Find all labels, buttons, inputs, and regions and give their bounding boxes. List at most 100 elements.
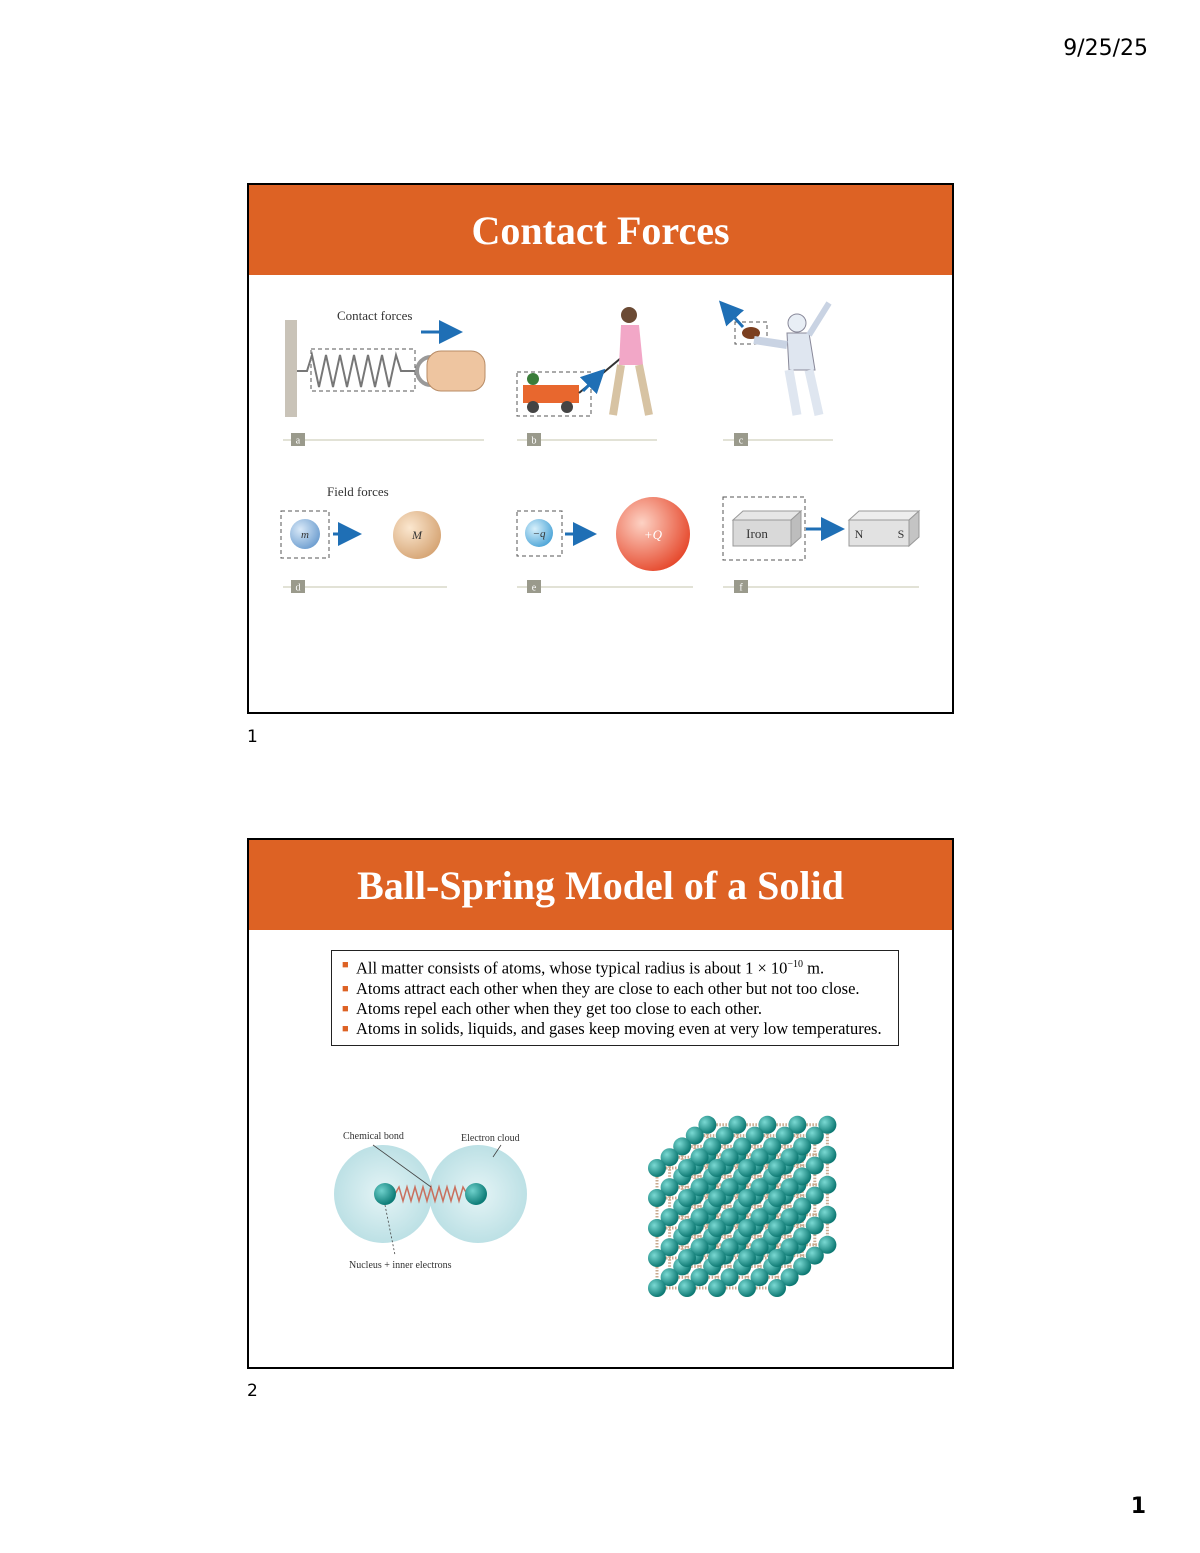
panel-label-e: e [527, 580, 541, 594]
lattice-atom [738, 1249, 756, 1267]
slide-number: 1 [247, 727, 258, 747]
lattice-atom [690, 1268, 709, 1287]
lattice-atom [738, 1279, 756, 1297]
lattice-atom [780, 1238, 799, 1257]
lattice-atom [678, 1219, 696, 1237]
lattice-atom [768, 1159, 786, 1177]
lattice-atom [750, 1238, 769, 1257]
lattice-atom [648, 1219, 666, 1237]
lattice-atom [690, 1148, 709, 1167]
lattice-atom [805, 1216, 824, 1235]
lattice-atom [708, 1279, 726, 1297]
mass-large-label: M [411, 528, 423, 542]
lattice-atom [678, 1249, 696, 1267]
slide-contact-forces: Contact Forces Contact forces Field forc… [247, 183, 954, 714]
mass-small-label: m [301, 529, 309, 541]
lattice-atom [805, 1126, 824, 1145]
lattice-atom [768, 1219, 786, 1237]
lattice-atom [673, 1137, 692, 1156]
slide-number: 2 [247, 1381, 258, 1401]
lattice-atom [678, 1189, 696, 1207]
lattice-atom [818, 1115, 837, 1134]
list-item: ■ Atoms repel each other when they get t… [342, 998, 762, 1018]
lattice-atom [780, 1148, 799, 1167]
lattice-atom [780, 1178, 799, 1197]
lattice-atom [750, 1268, 769, 1287]
lattice-atom [780, 1208, 799, 1227]
list-item: ■ Atoms attract each other when they are… [342, 978, 860, 998]
lattice-atom [768, 1249, 786, 1267]
lattice-atom [708, 1159, 726, 1177]
lattice-atom [733, 1137, 752, 1156]
lattice-atom [780, 1268, 799, 1287]
lattice-atom [678, 1279, 696, 1297]
lattice-atom [648, 1279, 666, 1297]
page-number: 1 [1130, 1494, 1146, 1519]
bullet-icon: ■ [342, 1022, 349, 1035]
lattice-atom [720, 1268, 739, 1287]
lattice-atom [750, 1148, 769, 1167]
contact-forces-label: Contact forces [337, 308, 412, 323]
panel-label-d: d [291, 580, 305, 594]
lattice-atom [703, 1137, 722, 1156]
nucleus-label: Nucleus + inner electrons [349, 1260, 452, 1271]
svg-text:a: a [296, 436, 301, 447]
lattice-atom [818, 1175, 837, 1194]
panel-label-b: b [527, 433, 541, 447]
lattice-diagram [648, 1115, 837, 1297]
magnet-s-label: S [898, 527, 905, 541]
svg-text:b: b [532, 436, 537, 447]
lattice-atom [750, 1178, 769, 1197]
lattice-atom [763, 1137, 782, 1156]
lattice-atom [768, 1189, 786, 1207]
panel-e-charges: −q +Q [516, 497, 690, 571]
iron-label: Iron [746, 526, 768, 541]
magnet-n-label: N [855, 527, 864, 541]
panel-c-kicker [718, 300, 832, 416]
lattice-atom [678, 1159, 696, 1177]
panel-label-c: c [734, 433, 748, 447]
panel-d-masses: m M [280, 510, 441, 559]
lattice-atom [805, 1186, 824, 1205]
lattice-atom [720, 1148, 739, 1167]
svg-text:f: f [739, 583, 743, 594]
lattice-atom [708, 1219, 726, 1237]
lattice-atom [818, 1205, 837, 1224]
lattice-atom [738, 1219, 756, 1237]
bullet-list: ■ All matter consists of atoms, whose ty… [331, 950, 899, 1046]
lattice-atom [788, 1115, 807, 1134]
lattice-atom [690, 1238, 709, 1257]
lattice-atom [715, 1126, 734, 1145]
lattice-atom [775, 1126, 794, 1145]
lattice-atom [758, 1115, 777, 1134]
lattice-atom [738, 1159, 756, 1177]
lattice-atom [818, 1235, 837, 1254]
atom-pair-diagram: Chemical bond Electron cloud Nucleus + i… [334, 1131, 527, 1271]
forces-figure: Contact forces Field forces [280, 300, 921, 594]
lattice-atom [690, 1178, 709, 1197]
bullet-icon: ■ [342, 959, 349, 971]
lattice-atom [750, 1208, 769, 1227]
lattice-atom [793, 1167, 812, 1186]
svg-text:c: c [739, 436, 744, 447]
panel-label-f: f [734, 580, 748, 594]
lattice-atom [685, 1126, 704, 1145]
svg-text:d: d [296, 583, 301, 594]
lattice-atom [818, 1145, 837, 1164]
lattice-atom [768, 1279, 786, 1297]
lattice-atom [720, 1238, 739, 1257]
lattice-atom [698, 1115, 717, 1134]
charge-pos-label: +Q [644, 527, 663, 542]
lattice-atom [805, 1246, 824, 1265]
lattice-atom [728, 1115, 747, 1134]
lattice-atom [660, 1178, 679, 1197]
bullet-icon: ■ [342, 1002, 349, 1015]
charge-neg-label: −q [533, 528, 546, 540]
slide-title: Contact Forces [249, 185, 952, 275]
panel-f-magnet: Iron N S [722, 496, 921, 561]
lattice-atom [793, 1227, 812, 1246]
lattice-atom [690, 1208, 709, 1227]
lattice-atom [805, 1156, 824, 1175]
chemical-bond-label: Chemical bond [343, 1131, 404, 1142]
svg-text:e: e [532, 583, 537, 594]
